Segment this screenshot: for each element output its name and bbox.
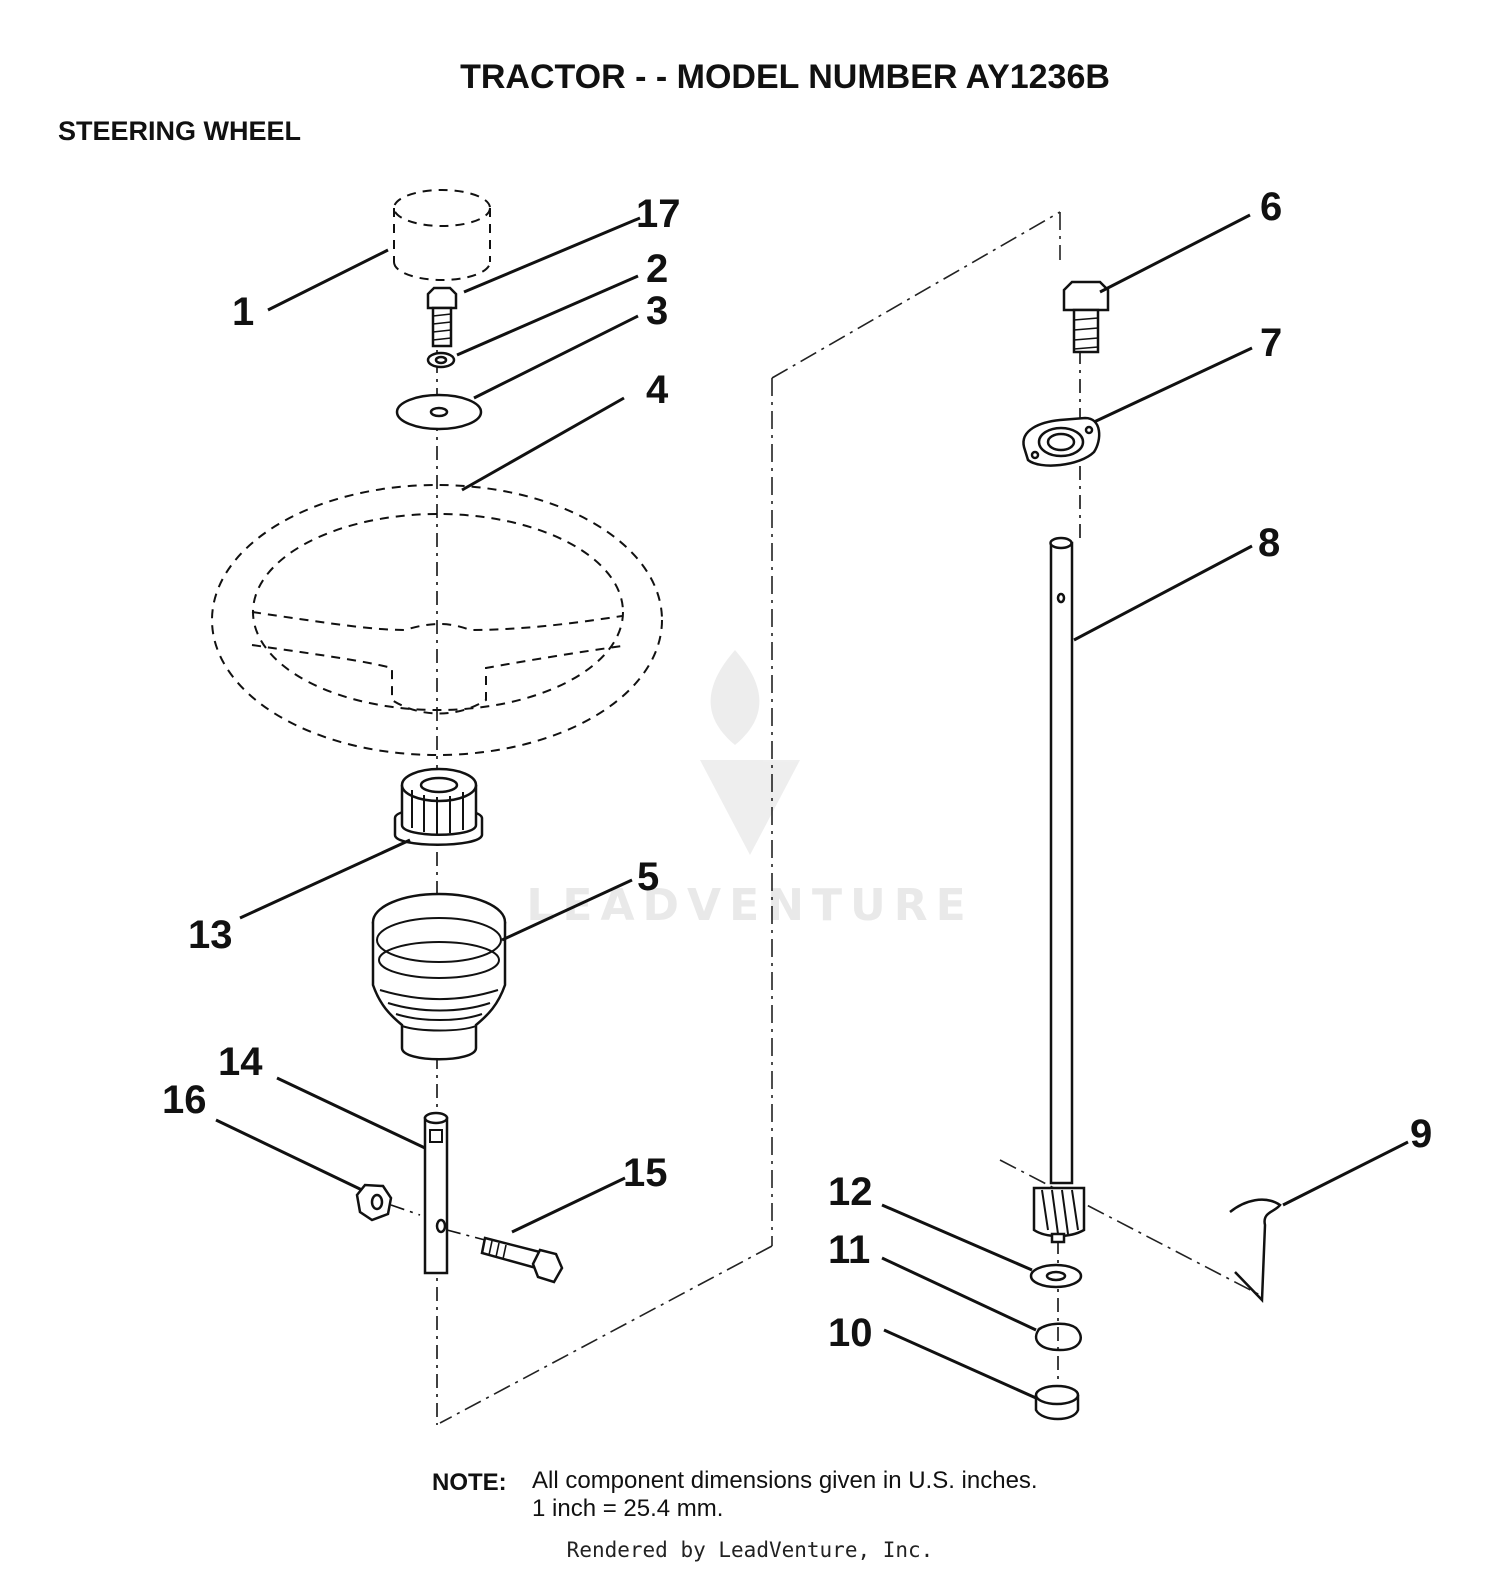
frame-outline <box>439 211 1261 1424</box>
bolt-part-15 <box>446 1229 564 1284</box>
pin-shaft-part <box>423 1111 449 1275</box>
callout-16: 16 <box>162 1078 207 1122</box>
nut-part <box>355 1183 421 1222</box>
diagram-title: TRACTOR - - MODEL NUMBER AY1236B <box>460 58 1110 96</box>
boot-cone-part <box>371 892 507 1061</box>
leadventure-watermark: LEADVENTURE <box>526 650 973 931</box>
leader-lines <box>215 213 1409 1400</box>
callout-3: 3 <box>646 289 668 333</box>
callout-2: 2 <box>646 247 668 291</box>
note-line-1: All component dimensions given in U.S. i… <box>532 1467 1038 1494</box>
hub-insert-part <box>393 767 484 846</box>
note-label: NOTE: <box>432 1469 507 1496</box>
callout-1: 1 <box>232 290 254 334</box>
callout-8: 8 <box>1258 521 1280 565</box>
callout-5: 5 <box>637 855 659 899</box>
bushing-part <box>1034 1384 1080 1421</box>
steering-shaft-part <box>1049 536 1074 1185</box>
cap-part <box>393 189 491 281</box>
callout-6: 6 <box>1260 185 1282 229</box>
bolt-part-17 <box>426 286 458 348</box>
pinion-gear-part <box>1032 1186 1086 1244</box>
callout-12: 12 <box>828 1170 873 1214</box>
callout-9: 9 <box>1410 1112 1432 1156</box>
note-line-2: 1 inch = 25.4 mm. <box>532 1495 723 1522</box>
svg-text:LEADVENTURE: LEADVENTURE <box>526 880 973 931</box>
callout-13: 13 <box>188 913 233 957</box>
callout-11: 11 <box>828 1228 870 1272</box>
callout-17: 17 <box>636 192 681 236</box>
bolt-part-6 <box>1062 280 1110 354</box>
retaining-ring-part <box>1034 1322 1082 1352</box>
callout-7: 7 <box>1260 321 1282 365</box>
steering-wheel-part <box>211 484 663 756</box>
callout-14: 14 <box>218 1040 263 1084</box>
section-title: STEERING WHEEL <box>58 116 301 146</box>
render-credit: Rendered by LeadVenture, Inc. <box>567 1538 934 1562</box>
spring-clip-part <box>1229 1198 1282 1303</box>
flange-bearing-part <box>1022 416 1101 467</box>
callout-4: 4 <box>646 368 669 412</box>
callout-15: 15 <box>623 1151 668 1195</box>
callout-10: 10 <box>828 1311 873 1355</box>
